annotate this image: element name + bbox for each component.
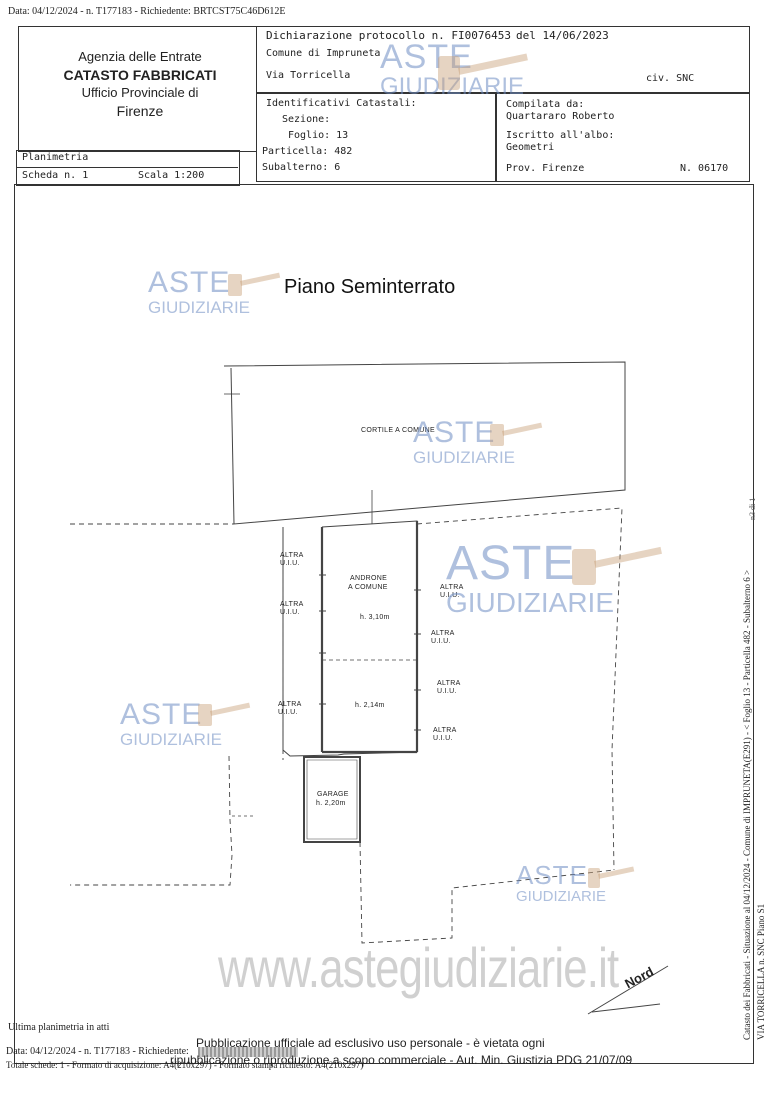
declaration-date: del 14/06/2023 xyxy=(516,29,609,42)
lot-boundary xyxy=(70,507,623,944)
scheda-label: Scheda n. 1 xyxy=(22,170,89,181)
compiled-label: Compilata da: xyxy=(506,99,585,110)
footer-ultima: Ultima planimetria in atti xyxy=(8,1022,110,1033)
foglio-label: Foglio: 13 xyxy=(288,130,349,141)
ui-label: U.I.U. xyxy=(431,638,451,646)
side-address: VIA TORRICELLA n. SNC Piano S1 xyxy=(756,903,766,1040)
watermark-big: ASTE xyxy=(516,860,588,890)
register-number: N. 06170 xyxy=(680,163,729,174)
androne-label-1: ANDRONE xyxy=(350,575,388,582)
watermark-big: ASTE xyxy=(380,38,473,76)
compiled-box xyxy=(496,92,750,182)
gavel-icon xyxy=(490,422,543,446)
albo-value: Geometri xyxy=(506,142,555,153)
office-label: Ufficio Provinciale di xyxy=(81,85,199,101)
ui-label: U.I.U. xyxy=(280,609,300,617)
garage-height: h. 2,20m xyxy=(316,800,346,807)
altra-label: ALTRA xyxy=(431,630,455,637)
prov-label: Prov. Firenze xyxy=(506,163,585,174)
gavel-icon xyxy=(198,702,251,726)
ui-label: U.I.U. xyxy=(440,592,460,600)
watermark-big: ASTE xyxy=(413,416,496,449)
footer-data: Data: 04/12/2024 - n. T177183 - Richiede… xyxy=(6,1046,189,1057)
comune-label: Comune di Impruneta xyxy=(266,48,381,59)
scala-label: Scala 1:200 xyxy=(138,170,205,181)
top-header: Data: 04/12/2024 - n. T177183 - Richiede… xyxy=(8,6,286,17)
side-info: Catasto dei Fabbricati - Situazione al 0… xyxy=(742,569,752,1040)
agency-block: Agenzia delle Entrate CATASTO FABBRICATI… xyxy=(30,48,250,121)
androne-label-2: A COMUNE xyxy=(348,584,388,591)
subalterno-label: Subalterno: 6 xyxy=(262,162,341,173)
side-top: n3 di 1 xyxy=(748,497,757,520)
url-watermark: www.astegiudiziarie.it xyxy=(218,936,619,999)
planimetria-divider xyxy=(16,167,238,168)
drawing-frame xyxy=(14,184,754,1064)
north-arrow-icon xyxy=(587,965,669,1015)
ui-label: U.I.U. xyxy=(280,560,300,568)
watermark-big: ASTE xyxy=(148,266,231,299)
declaration-text: Dichiarazione protocollo n. FI0076453 xyxy=(266,29,512,42)
altra-label: ALTRA xyxy=(437,680,461,687)
civ-label: civ. SNC xyxy=(646,73,695,84)
planimetria-box xyxy=(16,150,240,186)
catasto-title: CATASTO FABBRICATI xyxy=(63,66,217,83)
office-city: Firenze xyxy=(116,102,164,119)
ui-label: U.I.U. xyxy=(437,688,457,696)
identifiers-box xyxy=(256,92,496,182)
albo-label: Iscritto all'albo: xyxy=(506,130,615,141)
gavel-icon xyxy=(572,546,662,585)
compiled-name: Quartararo Roberto xyxy=(506,111,615,122)
height-lower: h. 2,14m xyxy=(355,702,385,709)
footer-totale: Totale schede: 1 - Formato di acquisizio… xyxy=(6,1060,364,1070)
gavel-icon xyxy=(438,53,528,90)
watermark-big: ASTE xyxy=(446,537,576,590)
cortile-label: CORTILE A COMUNE xyxy=(361,427,435,434)
publication-notice-1: Pubblicazione ufficiale ad esclusivo uso… xyxy=(196,1036,545,1050)
floor-title: Piano Seminterrato xyxy=(284,276,456,298)
height-androne: h. 3,10m xyxy=(360,614,390,621)
watermark-sub: GIUDIZIARIE xyxy=(380,75,524,99)
particella-label: Particella: 482 xyxy=(262,146,353,157)
via-label: Via Torricella xyxy=(266,70,351,81)
watermark-big: ASTE xyxy=(120,698,203,731)
footer-redacted xyxy=(198,1047,298,1057)
ui-label: U.I.U. xyxy=(278,709,298,717)
gavel-icon xyxy=(588,866,635,888)
altra-label: ALTRA xyxy=(278,701,302,708)
ui-label: U.I.U. xyxy=(433,735,453,743)
garage-label: GARAGE xyxy=(317,791,349,798)
declaration-box xyxy=(256,26,750,94)
altra-label: ALTRA xyxy=(440,584,464,591)
courtyard-outline xyxy=(223,361,626,525)
planimetria-label: Planimetria xyxy=(22,152,89,163)
identifiers-title: Identificativi Catastali: xyxy=(266,98,417,109)
altra-label: ALTRA xyxy=(280,552,304,559)
watermark-sub: GIUDIZIARIE xyxy=(516,888,607,905)
watermark-sub: GIUDIZIARIE xyxy=(413,448,516,467)
agency-name: Agenzia delle Entrate xyxy=(78,49,202,64)
watermark-sub: GIUDIZIARIE xyxy=(120,730,223,749)
watermark-sub: GIUDIZIARIE xyxy=(446,587,615,618)
altra-label: ALTRA xyxy=(433,727,457,734)
watermark-sub: GIUDIZIARIE xyxy=(148,298,251,317)
publication-notice-2: ripubblicazione o riproduzione a scopo c… xyxy=(170,1053,633,1067)
altra-label: ALTRA xyxy=(280,601,304,608)
sezione-label: Sezione: xyxy=(282,114,331,125)
gavel-icon xyxy=(228,272,281,296)
